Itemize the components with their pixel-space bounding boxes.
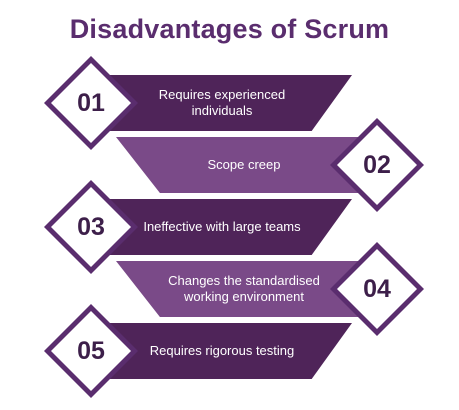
- list-item-03: Ineffective with large teams 03: [0, 176, 459, 286]
- item-band: Changes the standardised working environ…: [116, 261, 360, 317]
- list-item-04: Changes the standardised working environ…: [0, 238, 459, 348]
- item-text: Scope creep: [207, 157, 281, 172]
- list-item-02: Scope creep 02: [0, 114, 459, 224]
- page-title: Disadvantages of Scrum: [69, 14, 390, 44]
- item-band: Scope creep: [116, 137, 360, 193]
- list-item-01: Requires experienced individuals 01: [0, 52, 459, 162]
- item-text: Requires experienced individuals: [158, 87, 286, 118]
- item-text: Changes the standardised working environ…: [168, 273, 320, 304]
- item-band: Ineffective with large teams: [100, 199, 352, 255]
- item-band: Requires experienced individuals: [100, 75, 352, 131]
- item-text: Ineffective with large teams: [143, 219, 301, 234]
- item-band: Requires rigorous testing: [100, 323, 352, 379]
- list-item-05: Requires rigorous testing 05: [0, 300, 459, 410]
- number-diamond: 05: [44, 304, 138, 398]
- item-text: Requires rigorous testing: [149, 343, 295, 358]
